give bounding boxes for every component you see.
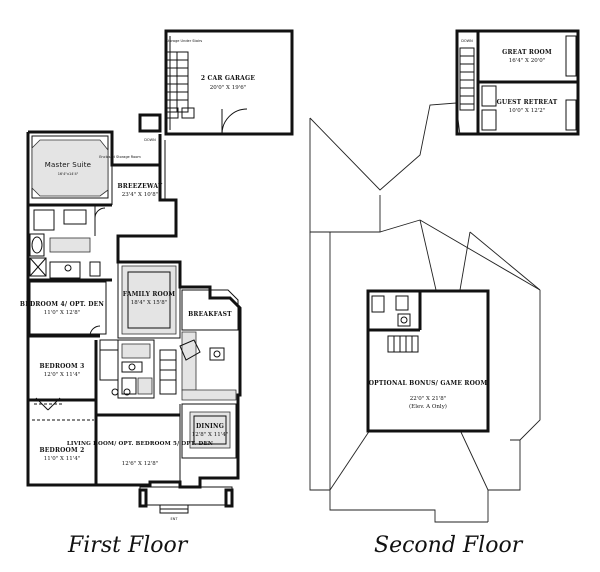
first-floor-plan: Storage Under Stairs 2 CAR GARAGE 20'0" … <box>20 29 294 521</box>
great-room-label: GREAT ROOM <box>502 49 552 56</box>
bedroom-4-dim: 11'0" X 12'8" <box>44 310 81 316</box>
great-room-dim: 16'4" X 20'0" <box>509 58 546 64</box>
bedroom-3-label: BEDROOM 3 <box>40 363 85 370</box>
bedroom-3-dim: 12'0" X 11'4" <box>44 372 81 378</box>
bedroom-2-label: BEDROOM 2 <box>40 447 85 454</box>
breezeway-label: BREEZEWAY <box>118 183 163 190</box>
garage-stair <box>165 51 189 113</box>
family-room-label: FAMILY ROOM <box>123 291 176 298</box>
bedroom-2-dim: 11'0" X 11'4" <box>44 456 81 462</box>
garage-label: 2 CAR GARAGE <box>201 75 256 82</box>
bonus-room-dim: 22'0" X 21'8" <box>410 396 447 402</box>
living-room-label: LIVING ROOM/ OPT. BEDROOM 5/ OPT. DEN <box>67 441 213 447</box>
bonus-room-label: OPTIONAL BONUS/ GAME ROOM <box>369 380 488 387</box>
breakfast-label: BREAKFAST <box>188 311 232 318</box>
shelves-label: Enclosed Storage Room <box>99 155 141 159</box>
dining-label: DINING <box>196 423 224 430</box>
entry-porch: ENT <box>138 486 234 521</box>
main-house: Master Suite 16'4"x14'4" Enclosed Storag… <box>20 130 242 521</box>
second-floor-plan: DOWN GREAT ROOM 16'4" X 20'0" GUEST RETR… <box>309 29 580 523</box>
bedroom-3: BEDROOM 3 12'0" X 11'4" <box>28 340 98 485</box>
family-room: FAMILY ROOM 18'4" X 15'8" <box>117 261 181 339</box>
bonus-room-note: (Elev. A Only) <box>409 403 447 410</box>
down-label-garage: DOWN <box>144 138 156 142</box>
upper-stair <box>459 47 475 111</box>
breakfast-kitchen: BREAKFAST <box>159 289 239 401</box>
down-label-upper: DOWN <box>461 39 473 43</box>
bedroom-2: BEDROOM 2 11'0" X 11'4" <box>32 419 94 462</box>
guest-retreat-label: GUEST RETREAT <box>497 99 558 106</box>
hall-bath <box>111 339 155 399</box>
master-bath <box>28 203 112 282</box>
upper-apartment: DOWN GREAT ROOM 16'4" X 20'0" GUEST RETR… <box>455 29 580 136</box>
storage-label: Storage Under Stairs <box>166 39 203 43</box>
bedroom-4-label: BEDROOM 4/ OPT. DEN <box>20 301 104 308</box>
living-room-dim: 12'6" X 12'8" <box>122 461 159 467</box>
bonus-stair <box>387 335 419 353</box>
master-suite: Master Suite 16'4"x14'4" <box>31 135 109 199</box>
family-room-dim: 18'4" X 15'8" <box>131 300 168 306</box>
garage: Storage Under Stairs 2 CAR GARAGE 20'0" … <box>144 29 294 142</box>
living-room: LIVING ROOM/ OPT. BEDROOM 5/ OPT. DEN 12… <box>67 404 213 482</box>
breezeway-dim: 23'4" X 10'8" <box>122 192 159 198</box>
second-floor-caption: Second Floor <box>374 533 523 558</box>
master-suite-dim: 16'4"x14'4" <box>58 172 79 176</box>
roof-outline <box>309 102 541 523</box>
master-suite-label: Master Suite <box>45 161 91 169</box>
guest-retreat-dim: 10'0" X 12'2" <box>509 108 546 114</box>
garage-dim: 20'0" X 19'6" <box>210 85 247 91</box>
dining-dim: 12'8" X 11'4" <box>192 432 229 438</box>
dining-room: DINING 12'8" X 11'4" <box>181 403 237 459</box>
bedroom-4: BEDROOM 4/ OPT. DEN 11'0" X 12'8" <box>20 281 107 338</box>
first-floor-caption: First Floor <box>68 533 188 558</box>
entry-label: ENT <box>171 517 179 521</box>
bonus-room: OPTIONAL BONUS/ GAME ROOM 22'0" X 21'8" … <box>366 289 490 433</box>
